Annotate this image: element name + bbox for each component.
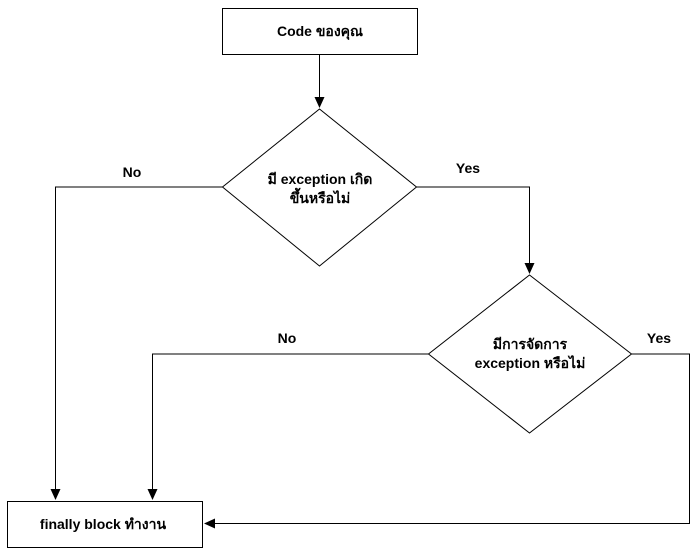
arrowhead-exception-no [50, 489, 61, 500]
arrowhead-exception-yes [524, 263, 535, 274]
decision-exception-line1: มี exception เกิด [268, 171, 373, 187]
decision-handled-line2: exception หรือไม่ [475, 354, 586, 371]
edge-handled-no-label: No [278, 330, 297, 346]
start-label: Code ของคุณ [277, 23, 363, 40]
edge-exception-yes [416, 186, 530, 265]
start-node: Code ของคุณ [222, 8, 418, 55]
edge-exception-no-label: No [123, 164, 142, 180]
arrowhead-handled-no [147, 489, 158, 500]
decision-exception-line2: ขึ้นหรือไม่ [290, 187, 351, 206]
end-box [7, 501, 203, 548]
edge-exception-yes-label: Yes [456, 160, 480, 176]
decision-exception-diamond [221, 108, 418, 267]
end-node: finally block ทำงาน [7, 501, 203, 548]
decision-handled-diamond [427, 274, 633, 434]
edge-handled-no [152, 353, 429, 491]
decision-exception-node: มี exception เกิด ขึ้นหรือไม่ [221, 108, 418, 267]
end-label: finally block ทำงาน [40, 516, 167, 532]
edge-handled-yes [213, 353, 690, 524]
edge-exception-no [55, 186, 223, 491]
decision-handled-node: มีการจัดการ exception หรือไม่ [427, 274, 633, 434]
arrowhead-handled-yes [204, 518, 215, 529]
start-box [222, 8, 418, 55]
decision-handled-line1: มีการจัดการ [493, 336, 568, 352]
arrowhead-start-to-decision [314, 97, 325, 108]
edge-handled-yes-label: Yes [647, 330, 671, 346]
